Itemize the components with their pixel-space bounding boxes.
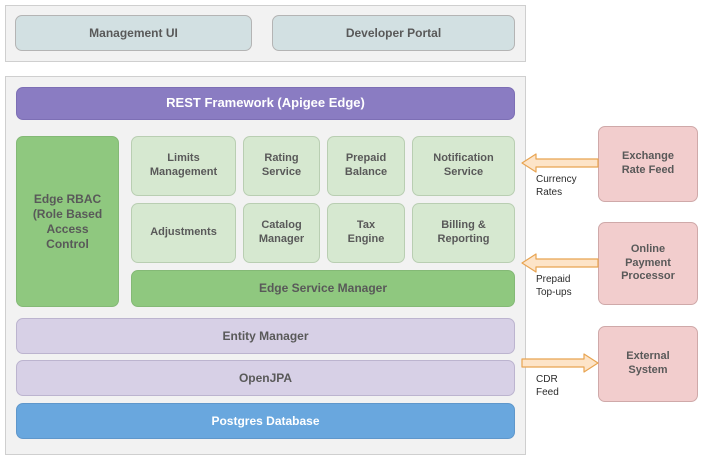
node-openjpa[interactable]: OpenJPA [16,360,515,396]
node-rating-service[interactable]: Rating Service [243,136,320,196]
arrow-label-prepaid-topups: Prepaid Top-ups [536,274,572,298]
node-prepaid-balance[interactable]: Prepaid Balance [327,136,405,196]
node-exchange-rate-feed[interactable]: Exchange Rate Feed [598,126,698,202]
node-limits-management[interactable]: Limits Management [131,136,236,196]
arrow-label-cdr-feed: CDR Feed [536,374,559,398]
node-tax-engine[interactable]: Tax Engine [327,203,405,263]
node-developer-portal[interactable]: Developer Portal [272,15,515,51]
arrow-cdr-feed [521,352,599,374]
node-catalog-manager[interactable]: Catalog Manager [243,203,320,263]
node-edge-rbac[interactable]: Edge RBAC (Role Based Access Control [16,136,119,307]
node-adjustments[interactable]: Adjustments [131,203,236,263]
node-external-system[interactable]: External System [598,326,698,402]
node-postgres-database[interactable]: Postgres Database [16,403,515,439]
node-rest-framework[interactable]: REST Framework (Apigee Edge) [16,87,515,120]
node-edge-service-manager[interactable]: Edge Service Manager [131,270,515,307]
arrow-prepaid-topups [521,252,599,274]
node-notification-service[interactable]: Notification Service [412,136,515,196]
node-management-ui[interactable]: Management UI [15,15,252,51]
arrow-label-currency-rates: Currency Rates [536,174,577,198]
arrow-currency-rates [521,152,599,174]
node-entity-manager[interactable]: Entity Manager [16,318,515,354]
node-online-payment-processor[interactable]: Online Payment Processor [598,222,698,305]
node-billing-reporting[interactable]: Billing & Reporting [412,203,515,263]
